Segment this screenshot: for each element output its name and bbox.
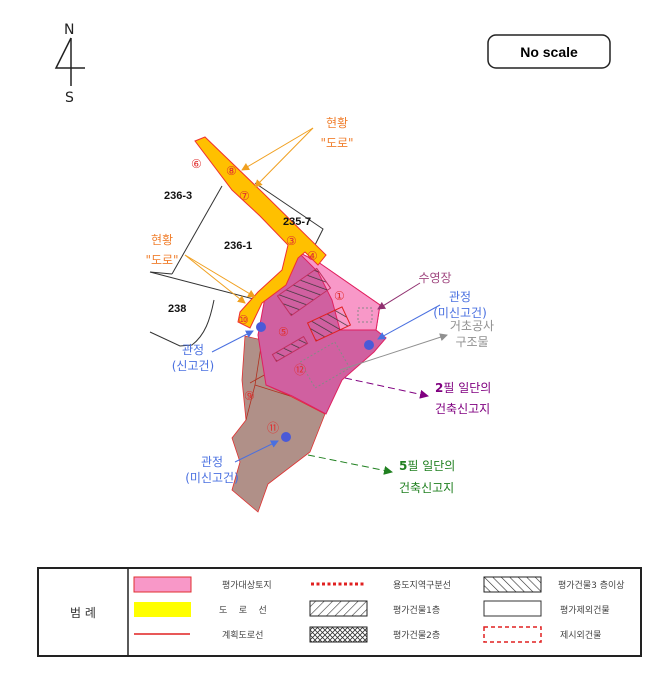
legend-title: 범 례: [70, 606, 96, 620]
pool-label: 수영장: [418, 271, 451, 285]
well-label: 관정: [201, 455, 223, 469]
lot-number: ③: [286, 234, 297, 248]
well-label: 관정: [182, 343, 204, 357]
legend-label: 도 로 선: [219, 605, 267, 616]
scale-note: No scale: [520, 44, 578, 60]
well-dot: [364, 340, 374, 350]
road-note-top: "도로": [320, 136, 353, 150]
legend-label: 용도지역구분선: [393, 580, 451, 591]
building-1f: [271, 335, 309, 363]
building-1f: [276, 267, 332, 317]
building-1f: [306, 306, 352, 342]
legend-pink-fill-icon: [133, 576, 192, 593]
lot-number: ⑤: [278, 325, 289, 339]
legend-crosshatch-icon: [309, 626, 368, 643]
foundation-structure: [299, 341, 351, 389]
permit-5-label: 5필 일단의: [399, 459, 455, 473]
legend-empty-box-icon: [483, 600, 542, 617]
legend-label: 계획도로선: [222, 629, 263, 641]
parcel-label: 235-7: [283, 216, 311, 228]
scale-box: [487, 34, 611, 69]
compass-south: S: [65, 90, 74, 106]
legend-label: 제시외건물: [560, 629, 601, 641]
permit-5-label: 건축신고지: [399, 481, 454, 495]
legend-label: 평가건물3 층이상: [558, 580, 625, 591]
permit-2-label: 건축신고지: [435, 402, 490, 416]
well-label: (미신고건): [185, 471, 239, 485]
road-note-top: 현황: [326, 116, 348, 130]
road-note-left: 현황: [151, 233, 173, 247]
lot-number: ①: [334, 289, 345, 303]
legend-label: 평가건물1층: [393, 605, 440, 616]
foundation-label: 거초공사: [450, 319, 494, 333]
compass-north: N: [64, 22, 74, 38]
legend-label: 평가대상토지: [222, 580, 272, 591]
north-arrow-icon: N S: [54, 22, 85, 106]
legend-red-dashed-box-icon: [483, 626, 542, 643]
legend-yellow-fill-icon: [134, 602, 191, 617]
lot-number: ⑪: [267, 421, 279, 435]
parcel-label: 236-1: [224, 240, 252, 252]
lot-number: ④: [307, 249, 318, 263]
lot-number: ⑧: [226, 164, 237, 178]
pool-structure: [357, 307, 373, 323]
parcel-label: 236-3: [164, 190, 192, 202]
road-note-left: "도로": [145, 253, 178, 267]
parcel-boundaries: [149, 182, 324, 347]
legend-hatch-slash-icon: [309, 600, 368, 617]
legend-hatch-backslash-icon: [483, 576, 542, 593]
lot-number: ⑥: [191, 157, 202, 171]
lot-number: ⑩: [238, 313, 249, 327]
well-label: 관정: [449, 290, 471, 304]
lot-number: ⑫: [294, 363, 306, 377]
permit-2-label: 2필 일단의: [435, 381, 491, 395]
lot-number: ⑨: [244, 389, 255, 403]
well-dot: [256, 322, 266, 332]
legend-label: 평가건물2층: [393, 630, 440, 641]
legend: 범 례 평가대상토지 용도지역구분선 평가건물3 층이상 도 로 선 평가건물1…: [37, 567, 642, 657]
well-label: (신고건): [172, 359, 214, 373]
lot-number: ⑦: [239, 189, 250, 203]
road-strip: [194, 136, 327, 329]
foundation-label: 구조물: [455, 335, 488, 349]
parcel-label: 238: [168, 303, 186, 315]
legend-label: 평가제외건물: [560, 604, 610, 616]
well-dot: [281, 432, 291, 442]
well-label: (미신고건): [433, 306, 487, 320]
